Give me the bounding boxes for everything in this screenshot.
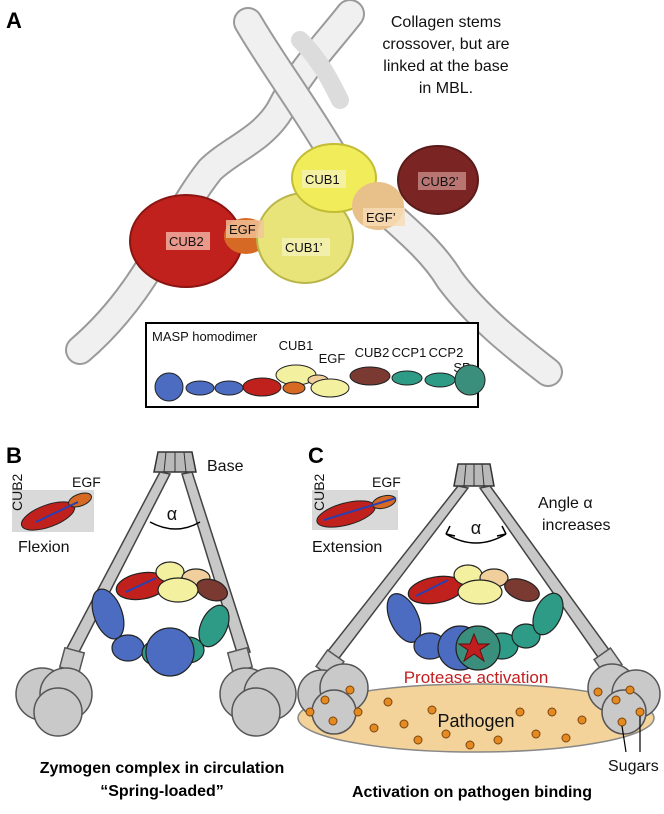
homodimer-label-ccp2: CCP2: [429, 345, 464, 360]
protease-label: Protease activation: [404, 668, 549, 687]
panel-b-letter: B: [6, 443, 22, 468]
alpha-b: α: [149, 504, 201, 530]
pathogen-label: Pathogen: [437, 711, 514, 731]
homodimer-label-cub2: CUB2: [355, 345, 390, 360]
label-cub1: CUB1: [305, 172, 340, 187]
angle-line-2: increases: [542, 517, 610, 534]
base-label: Base: [207, 458, 244, 475]
caption-b-line-2: “Spring-loaded”: [100, 783, 224, 800]
flexion-inset: CUB2 EGF Flexion: [9, 473, 101, 556]
base-c: [453, 463, 495, 487]
note-line-1: Collagen stems: [391, 14, 501, 31]
base-b: [153, 451, 197, 473]
flexion-label: Flexion: [18, 539, 70, 556]
masp-homodimer-box: MASP homodimer CUB1 EGF CUB2 CCP1 CCP2 S…: [145, 322, 486, 408]
panel-c-letter: C: [308, 443, 324, 468]
caption-c: Activation on pathogen binding: [352, 784, 592, 801]
collagen-note: Collagen stems crossover, but are linked…: [382, 14, 509, 97]
homodimer-label-cub1: CUB1: [279, 338, 314, 353]
caption-b-line-1: Zymogen complex in circulation: [40, 760, 285, 777]
inset-c-egf: EGF: [372, 474, 401, 490]
bulbs-b-left: [15, 646, 93, 737]
label-cub1-prime: CUB1’: [285, 240, 323, 255]
label-egf: EGF: [229, 222, 256, 237]
homodimer-title: MASP homodimer: [152, 329, 258, 344]
panel-a-letter: A: [6, 8, 22, 33]
domain-labels: CUB1 CUB1’ CUB2 EGF EGF’ CUB2’: [166, 170, 466, 256]
protease-star: [457, 632, 491, 663]
inset-c-cub2: CUB2: [311, 473, 327, 511]
sugars-label: Sugars: [608, 758, 659, 775]
inset-b-cub2: CUB2: [9, 473, 25, 511]
bulbs-c-right: [587, 647, 661, 735]
bulbs-b-right: [219, 646, 297, 737]
inset-b-egf: EGF: [72, 474, 101, 490]
note-line-2: crossover, but are: [382, 36, 509, 53]
label-egf-prime: EGF’: [366, 210, 396, 225]
sugars-callout: Sugars: [608, 716, 659, 775]
alpha-label-c: α: [471, 518, 481, 538]
masp-ring-b: [91, 561, 230, 677]
extension-label: Extension: [312, 539, 382, 556]
alpha-label-b: α: [167, 504, 177, 524]
homodimer-label-egf: EGF: [319, 351, 346, 366]
sugars: [305, 685, 645, 750]
label-cub2: CUB2: [169, 234, 204, 249]
bulbs-c-left: [297, 649, 369, 735]
angle-line-1: Angle α: [538, 495, 593, 512]
extension-inset: CUB2 EGF Extension: [311, 473, 401, 556]
label-cub2-prime: CUB2’: [421, 174, 459, 189]
homodimer-label-ccp1: CCP1: [392, 345, 427, 360]
note-line-3: linked at the base: [383, 58, 509, 75]
alpha-c: α: [445, 518, 507, 544]
homodimer-sp-left: [154, 372, 184, 402]
note-line-4: in MBL.: [419, 80, 473, 97]
